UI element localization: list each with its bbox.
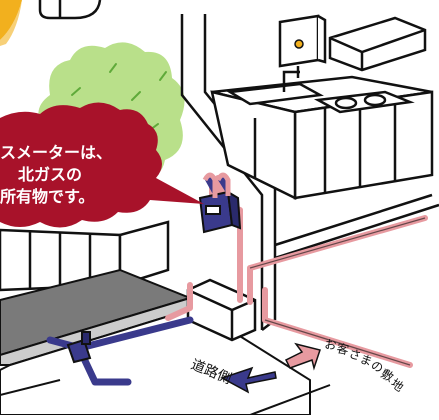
kitchen-counter: [210, 75, 434, 201]
arrow-premises: [284, 342, 321, 371]
callout-line-1: スメーターは、: [0, 144, 112, 162]
speech-bubble: スメーターは、 北ガスの 所有物です。: [0, 102, 204, 228]
faucet: [282, 70, 300, 92]
fence: [0, 220, 170, 292]
water-heater: [278, 14, 327, 78]
svg-text:の: の: [369, 358, 386, 376]
customer-premises-label: お 客 さ ま の 敷 地: [324, 337, 407, 394]
callout-line-2: 北ガスの: [18, 166, 82, 184]
callout-line-3: 所有物です。: [0, 187, 94, 206]
top-banner: [0, 0, 102, 46]
arrow-road-side: [220, 366, 277, 394]
range-hood: [328, 16, 427, 72]
svg-text:お: お: [324, 337, 338, 353]
svg-text:ま: ま: [358, 352, 374, 369]
gas-meter: [198, 172, 242, 234]
svg-text:さ: さ: [347, 346, 362, 363]
gas-valve: [66, 331, 92, 364]
svg-text:客: 客: [335, 340, 350, 357]
